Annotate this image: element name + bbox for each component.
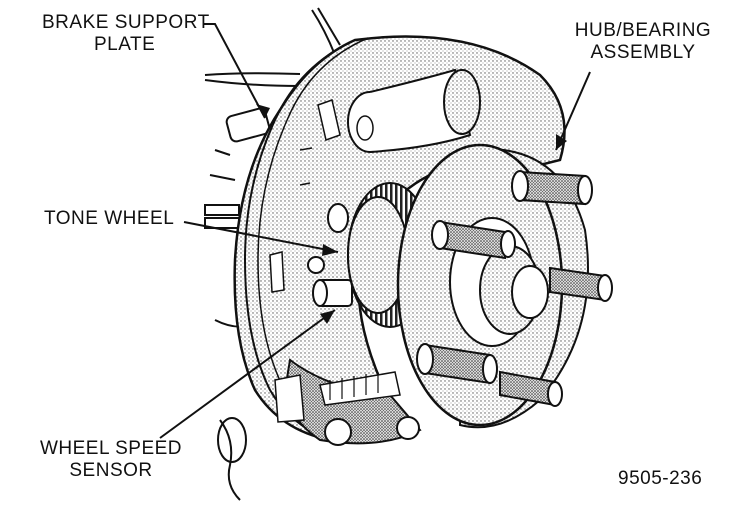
label-wheel-speed-sensor-line1: WHEEL SPEED	[39, 438, 183, 459]
label-tone-wheel-text: TONE WHEEL	[44, 208, 175, 229]
arrow-tone-wheel	[322, 244, 338, 256]
leader-lines	[159, 23, 591, 439]
label-wheel-speed-sensor-line2: SENSOR	[69, 460, 153, 481]
label-brake-support-plate-line1: BRAKE SUPPORT	[42, 12, 210, 33]
label-brake-support-plate: BRAKE SUPPORT PLATE	[42, 12, 210, 56]
label-hub-bearing-line1: HUB/BEARING	[574, 20, 712, 41]
figure-code: 9505-236	[618, 468, 702, 490]
brake-support-plate	[233, 35, 566, 446]
label-brake-support-plate-line2: PLATE	[94, 34, 156, 55]
leader-wheel-speed-sensor	[159, 309, 336, 439]
wheel-speed-sensor	[307, 256, 353, 307]
leader-hub-bearing-assembly	[555, 71, 591, 151]
arrowheads	[256, 104, 567, 324]
arrow-hub-bearing-assembly	[556, 134, 567, 150]
label-wheel-speed-sensor: WHEEL SPEED SENSOR	[36, 438, 186, 482]
arrow-wheel-speed-sensor	[320, 310, 335, 324]
figure-code-text: 9505-236	[618, 468, 703, 489]
label-hub-bearing-assembly: HUB/BEARING ASSEMBLY	[566, 20, 720, 64]
arrow-brake-support-plate	[256, 104, 270, 118]
hub-bearing-assembly	[396, 143, 613, 429]
leader-brake-support-plate	[204, 23, 266, 119]
background-parts	[204, 7, 341, 501]
label-tone-wheel: TONE WHEEL	[44, 208, 174, 230]
label-hub-bearing-line2: ASSEMBLY	[590, 42, 696, 63]
leader-tone-wheel	[183, 221, 339, 253]
